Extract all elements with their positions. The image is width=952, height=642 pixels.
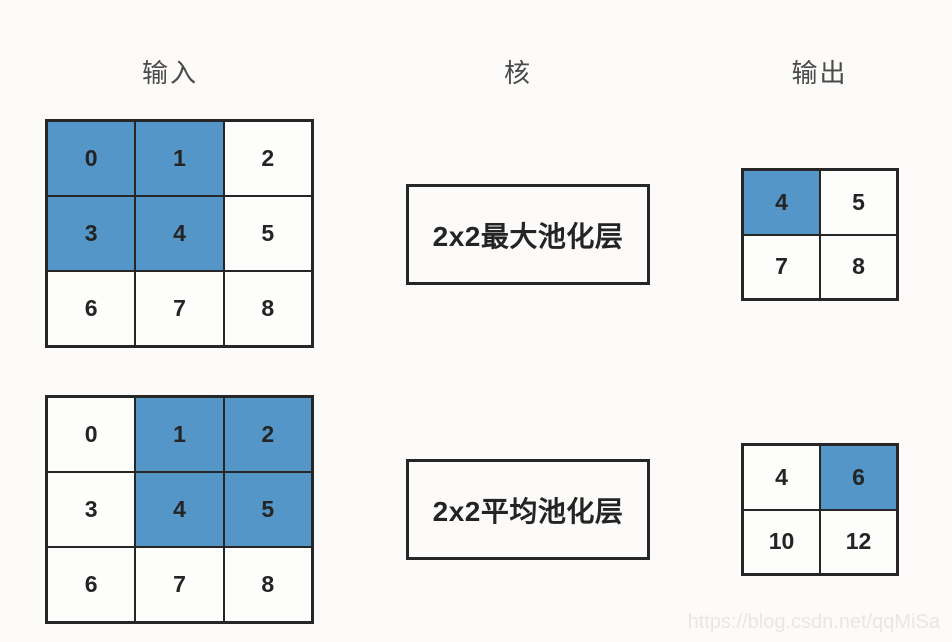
grid-cell: 4 <box>136 197 223 270</box>
grid-cell: 5 <box>821 171 896 234</box>
grid-cell: 0 <box>48 122 135 195</box>
grid-cell: 6 <box>821 446 896 509</box>
grid-cell: 4 <box>744 446 819 509</box>
grid-cell: 6 <box>48 548 135 621</box>
grid-cell: 7 <box>136 548 223 621</box>
grid-cell: 1 <box>136 398 223 471</box>
grid-cell: 4 <box>136 473 223 546</box>
kernel-box-max-pooling: 2x2最大池化层 <box>406 184 650 285</box>
grid-cell: 7 <box>744 235 819 298</box>
column-header-output: 输出 <box>791 59 848 89</box>
column-header-input: 输入 <box>141 59 198 89</box>
grid-cell: 5 <box>224 197 311 270</box>
grid-cell: 2 <box>224 398 311 471</box>
grid-cell: 0 <box>48 398 135 471</box>
kernel-box-average-pooling: 2x2平均池化层 <box>406 459 650 560</box>
grid-cell: 6 <box>48 272 135 345</box>
grid-cell: 8 <box>224 548 311 621</box>
grid-cell: 2 <box>224 122 311 195</box>
column-header-kernel: 核 <box>503 59 532 89</box>
grid-cell: 3 <box>48 197 135 270</box>
grid-cell: 12 <box>821 510 896 573</box>
grid-cell: 8 <box>821 235 896 298</box>
grid-cell: 5 <box>224 473 311 546</box>
watermark: https://blog.csdn.net/qqMiSa <box>687 611 940 633</box>
grid-cell: 8 <box>224 272 311 345</box>
grid-cell: 7 <box>136 272 223 345</box>
grid-cell: 10 <box>744 510 819 573</box>
grid-cell: 1 <box>136 122 223 195</box>
grid-cell: 4 <box>744 171 819 234</box>
grid-cell: 3 <box>48 473 135 546</box>
